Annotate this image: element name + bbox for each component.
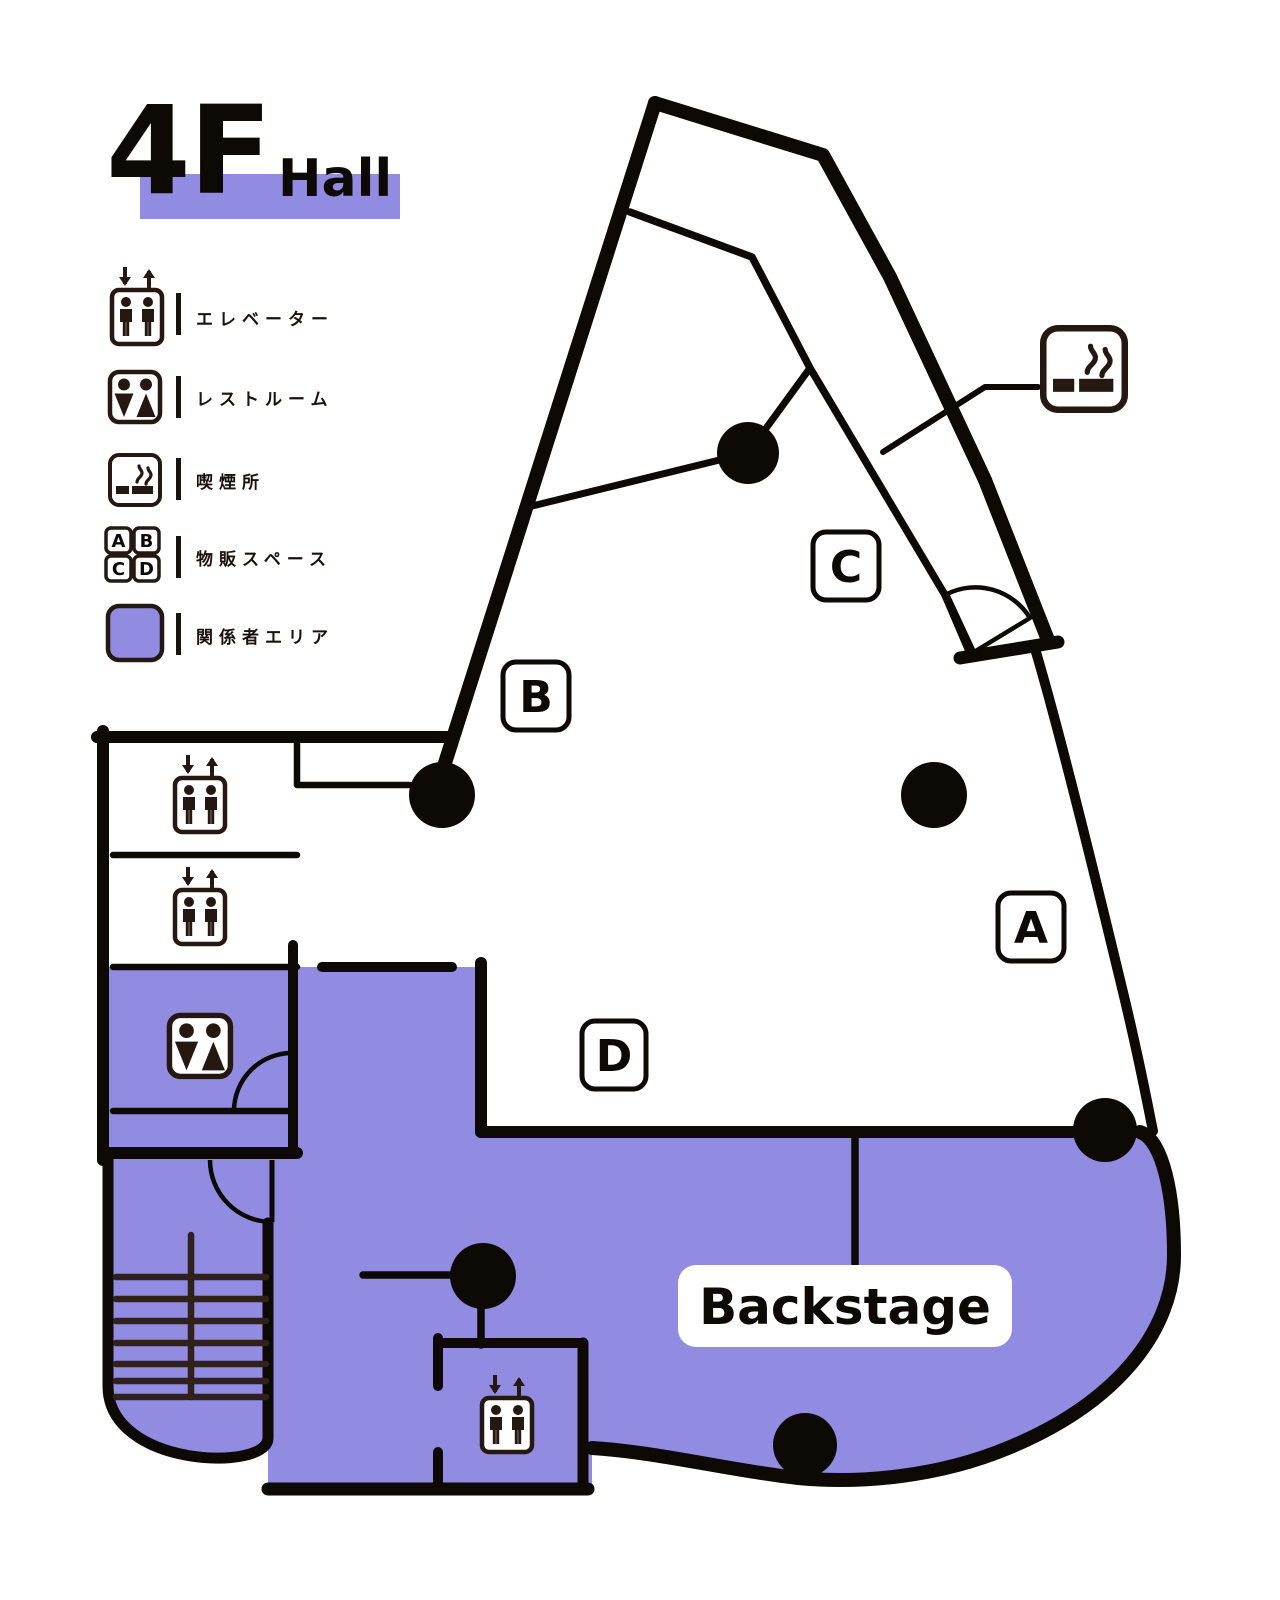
corridor-inner-wall: [626, 208, 976, 662]
legend-divider: [176, 613, 181, 655]
annex-door: [207, 1159, 275, 1225]
title-underline-bar: [140, 174, 400, 219]
pillar: [901, 762, 967, 828]
merch-space-c: C: [810, 529, 882, 603]
legend-label-smoking: 喫煙所: [196, 473, 265, 493]
staff-area-fill: [108, 967, 1174, 1490]
svg-text:A: A: [112, 531, 126, 552]
pillar: [1073, 1098, 1137, 1162]
restroom-icon: [169, 1015, 230, 1076]
pillar: [450, 1243, 516, 1309]
smoking-callout-line: [880, 384, 1041, 455]
legend-divider: [176, 458, 181, 500]
restroom-icon: [110, 372, 160, 422]
legend: エレベーター レストルーム 喫煙所 A B C D 物販スペース 関係者エリア: [104, 269, 334, 663]
merch-space-d: D: [579, 1018, 649, 1092]
elevator-icon: [175, 869, 225, 944]
merch-space-labels: A B C D: [500, 529, 1067, 1092]
legend-divider: [176, 293, 181, 335]
legend-divider: [176, 376, 181, 418]
stairs: [112, 1231, 270, 1401]
merch-space-b: B: [500, 659, 572, 733]
walls: [91, 96, 1181, 1496]
restroom-door: [231, 1050, 293, 1112]
elevator-icon: [112, 269, 162, 344]
legend-label-restroom: レストルーム: [196, 390, 334, 410]
svg-text:C: C: [830, 542, 862, 593]
pillar: [773, 1413, 837, 1477]
merch-grid-icon: A B C D: [104, 526, 161, 583]
outer-wall-right: [648, 96, 1055, 647]
outer-wall-lower-right: [1031, 647, 1158, 1136]
svg-text:C: C: [112, 559, 125, 580]
floor-number: 4F: [106, 80, 270, 222]
legend-label-merch: 物販スペース: [196, 549, 332, 570]
merch-space-a: A: [995, 890, 1067, 964]
pillar: [717, 422, 779, 484]
svg-text:A: A: [1014, 903, 1048, 954]
legend-label-staff: 関係者エリア: [196, 627, 334, 648]
svg-text:B: B: [140, 531, 154, 552]
annex-inner-walls: [109, 737, 414, 1115]
svg-text:D: D: [596, 1031, 633, 1082]
pillar: [409, 762, 475, 828]
backstage-outer-wall: [585, 1125, 1181, 1487]
stairwell-wall: [102, 1154, 274, 1464]
smoking-icon: [1043, 328, 1125, 410]
legend-label-elevator: エレベーター: [196, 310, 334, 330]
staff-area-swatch: [105, 603, 165, 663]
corridor-end-wall: [953, 635, 1065, 665]
floor-name: Hall: [278, 149, 392, 209]
smoking-room-door: [944, 585, 1033, 655]
elevator-icon: [175, 757, 225, 832]
svg-text:Backstage: Backstage: [699, 1278, 991, 1336]
backstage-label: Backstage: [678, 1265, 1012, 1347]
legend-divider: [176, 536, 181, 578]
smoking-icon: [108, 453, 162, 507]
svg-text:D: D: [139, 559, 154, 580]
page-title: 4F Hall: [106, 80, 400, 222]
outer-wall-left: [438, 96, 662, 770]
svg-text:B: B: [519, 672, 553, 723]
pillars: [409, 422, 1137, 1477]
